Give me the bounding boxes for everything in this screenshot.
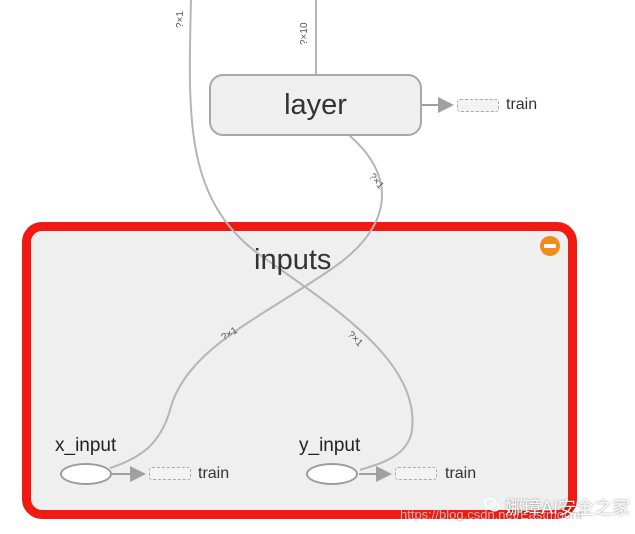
watermark-url: https://blog.csdn.net/Eastmount: [400, 507, 583, 522]
y-input-train-ref-box[interactable]: [395, 467, 437, 480]
y-input-label: y_input: [299, 435, 361, 456]
y-input-train-ref-label[interactable]: train: [445, 465, 477, 482]
x-input-label: x_input: [55, 435, 117, 456]
watermark-brand: 娜璋AI安全之家: [505, 498, 631, 518]
minus-circle-icon[interactable]: [540, 236, 560, 256]
y-input-node[interactable]: [306, 463, 358, 485]
layer-train-ref-box[interactable]: [457, 99, 499, 112]
layer-node[interactable]: layer: [209, 74, 422, 136]
x-input-train-ref-label[interactable]: train: [198, 465, 230, 482]
edge-top-left-to-y-input: [188, 0, 414, 471]
edge-label-top-right: ?×10: [299, 22, 310, 45]
layer-node-label: layer: [284, 88, 347, 121]
x-input-train-ref-box[interactable]: [149, 467, 191, 480]
inputs-group-box[interactable]: [22, 222, 577, 519]
x-input-node[interactable]: [60, 463, 112, 485]
edge-label-top-left: ?×1: [175, 11, 186, 28]
group-title: inputs: [254, 244, 332, 276]
wechat-icon: [484, 497, 500, 512]
edge-layer-to-x-input: [109, 135, 384, 469]
layer-train-ref-label[interactable]: train: [506, 96, 538, 113]
